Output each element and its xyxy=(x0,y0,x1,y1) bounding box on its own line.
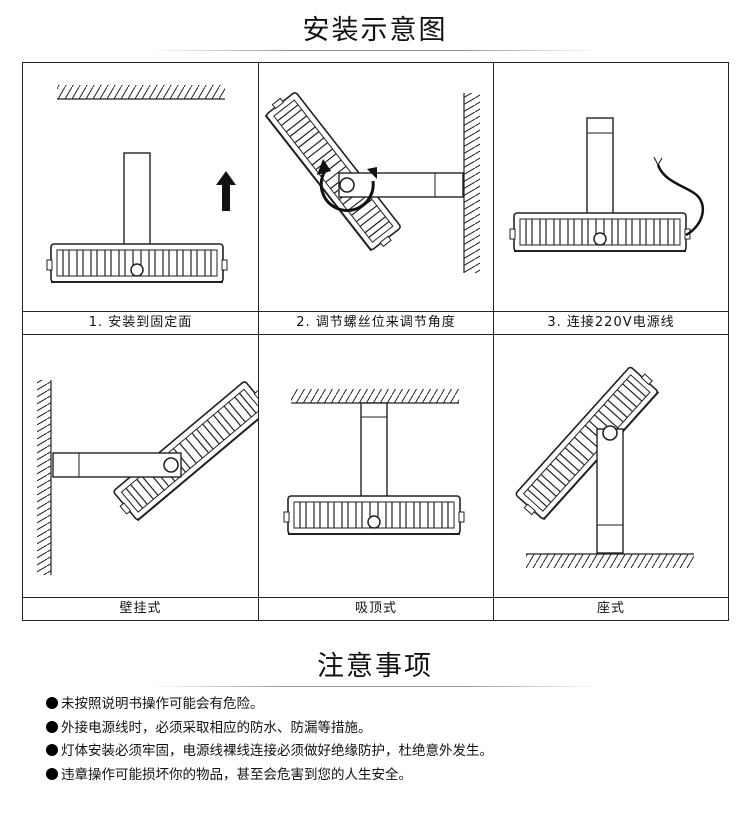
mount-surface-illustration xyxy=(46,85,236,283)
list-item: 灯体安装必须牢固，电源线裸线连接必须做好绝缘防护，杜绝意外发生。 xyxy=(46,740,493,764)
panel-connect-power: 3. 连接220V电源线 xyxy=(493,62,729,335)
notes-list: 未按照说明书操作可能会有危险。 外接电源线时，必须采取相应的防水、防漏等措施。 … xyxy=(46,693,493,787)
bullet-icon xyxy=(46,697,58,709)
install-diagram-title: 安装示意图 xyxy=(302,15,448,46)
panel-mount-to-surface: 1. 安装到固定面 xyxy=(22,62,259,335)
panel-caption: 3. 连接220V电源线 xyxy=(494,311,728,334)
ceiling-mount-illustration xyxy=(283,389,465,535)
list-item: 违章操作可能损坏你的物品，甚至会危害到您的人生安全。 xyxy=(46,764,493,788)
panel-caption: 座式 xyxy=(494,597,728,620)
panel-wall-mount: 壁挂式 xyxy=(22,334,259,621)
panel-caption: 吸顶式 xyxy=(259,597,493,620)
notes-title: 注意事项 xyxy=(317,651,433,682)
bullet-icon xyxy=(46,744,58,756)
panel-floor-mount: 座式 xyxy=(493,334,729,621)
bullet-icon xyxy=(46,720,58,733)
title-divider xyxy=(150,50,600,51)
wall-mount-illustration xyxy=(37,377,258,575)
list-item: 未按照说明书操作可能会有危险。 xyxy=(46,693,493,717)
panel-caption: 1. 安装到固定面 xyxy=(23,311,258,334)
panel-adjust-angle: 2. 调节螺丝位来调节角度 xyxy=(258,62,494,335)
panel-caption: 2. 调节螺丝位来调节角度 xyxy=(259,311,493,334)
floor-mount-illustration xyxy=(511,362,694,568)
connect-power-illustration xyxy=(509,117,705,252)
adjust-angle-illustration xyxy=(261,87,480,273)
panel-caption: 壁挂式 xyxy=(23,597,258,620)
panel-ceiling-mount: 吸顶式 xyxy=(258,334,494,621)
bullet-icon xyxy=(46,767,58,780)
notes-divider xyxy=(150,686,600,687)
list-item: 外接电源线时，必须采取相应的防水、防漏等措施。 xyxy=(46,717,493,741)
